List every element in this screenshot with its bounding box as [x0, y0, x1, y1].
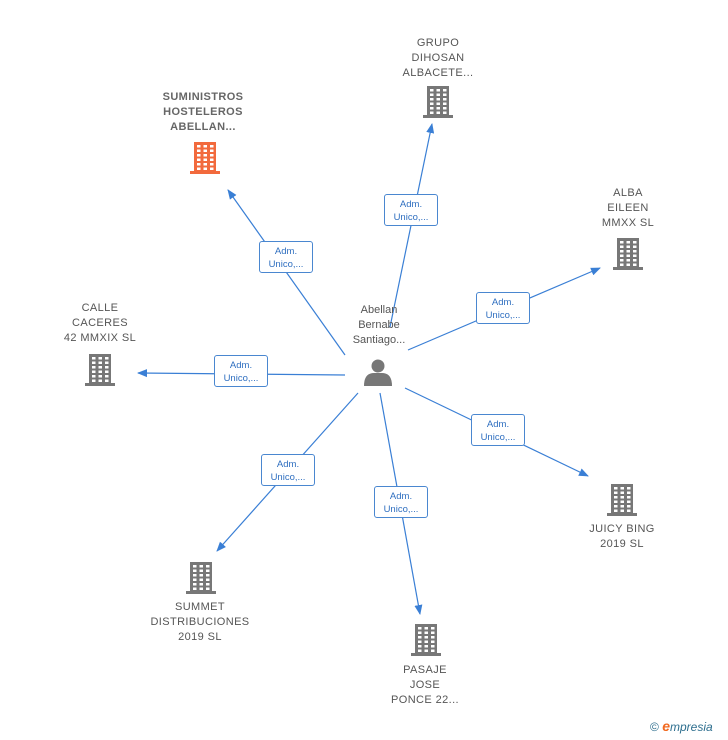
company-label-summet[interactable]: SUMMET DISTRIBUCIONES 2019 SL [150, 601, 250, 643]
company-label-grupo[interactable]: GRUPO DIHOSAN ALBACETE... [402, 37, 474, 79]
edge-label-summet[interactable]: Adm. Unico,... [261, 454, 315, 486]
company-label-suministros[interactable]: SUMINISTROS HOSTELEROS ABELLAN... [162, 91, 244, 133]
building-icon-calle[interactable] [85, 354, 115, 386]
building-icon-suministros[interactable] [190, 142, 220, 174]
brand-name: mpresia [669, 720, 713, 734]
company-label-alba[interactable]: ALBA EILEEN MMXX SL [601, 187, 655, 229]
edge-label-calle[interactable]: Adm. Unico,... [214, 355, 268, 387]
center-person-label: Abellan Bernabe Santiago... [352, 304, 406, 346]
company-label-calle[interactable]: CALLE CACERES 42 MMXIX SL [63, 302, 137, 344]
building-icon-grupo[interactable] [423, 86, 453, 118]
edge-label-suministros[interactable]: Adm. Unico,... [259, 241, 313, 273]
building-icon-alba[interactable] [613, 238, 643, 270]
company-label-juicy[interactable]: JUICY BING 2019 SL [589, 523, 655, 550]
brand-initial: e [662, 718, 670, 734]
building-icon-juicy[interactable] [607, 484, 637, 516]
edge-label-alba[interactable]: Adm. Unico,... [476, 292, 530, 324]
person-icon[interactable] [364, 359, 392, 387]
building-icon-summet[interactable] [186, 562, 216, 594]
empresia-watermark: © empresia [650, 718, 713, 734]
building-icon-pasaje[interactable] [411, 624, 441, 656]
edge-label-pasaje[interactable]: Adm. Unico,... [374, 486, 428, 518]
copyright-symbol: © [650, 720, 659, 734]
edge-label-juicy[interactable]: Adm. Unico,... [471, 414, 525, 446]
company-label-pasaje[interactable]: PASAJE JOSE PONCE 22... [391, 664, 459, 706]
edge-label-grupo[interactable]: Adm. Unico,... [384, 194, 438, 226]
